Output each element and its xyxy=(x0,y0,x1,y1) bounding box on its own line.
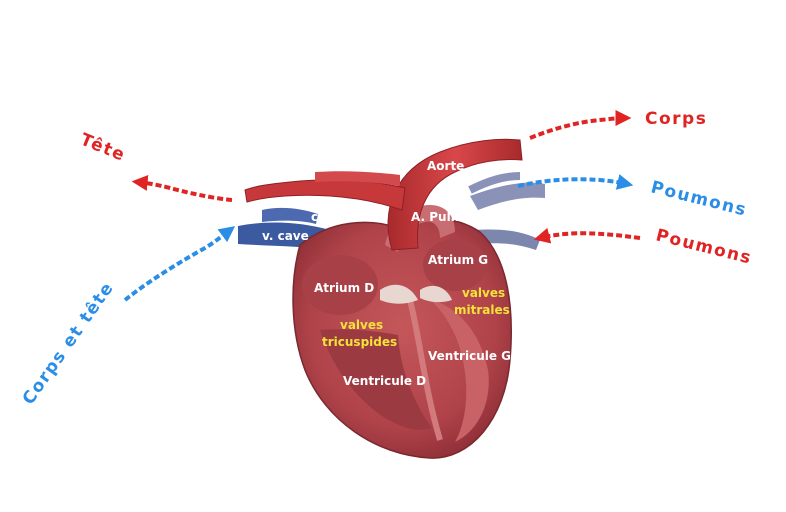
arrow-poumons-out xyxy=(517,174,634,190)
arrow-tete xyxy=(131,174,233,202)
label-poumons-in: Poumons xyxy=(654,225,754,268)
right-ventricle-cavity xyxy=(320,329,432,430)
label-poumons-out: Poumons xyxy=(649,177,749,220)
pulmonary-vein-lower-shape xyxy=(475,229,540,250)
right-atrium-shape xyxy=(302,255,378,315)
label-valves-mitrales-1: valves xyxy=(462,286,505,300)
left-ventricle-wall xyxy=(430,300,489,442)
label-valves-tricuspides-1: valves xyxy=(340,318,383,332)
label-tete: Tête xyxy=(77,130,128,166)
pulmonary-branch-shape xyxy=(468,172,521,194)
label-carotide: carotide xyxy=(311,210,367,224)
arrow-corps xyxy=(529,110,632,140)
heart-illustration xyxy=(238,138,545,459)
label-ventricule-g: Ventricule G xyxy=(428,349,511,363)
tricuspid-valve-shape xyxy=(380,284,418,304)
carotid-shape xyxy=(244,179,406,211)
label-pulmonaire: A. Pulmonaire xyxy=(411,210,506,224)
arrow-poumons-in xyxy=(533,227,641,244)
flow-arrows xyxy=(123,110,641,302)
pulmonary-veins-shape xyxy=(470,182,545,210)
label-valves-mitrales-2: mitrales xyxy=(454,303,510,317)
label-atrium-d: Atrium D xyxy=(314,281,374,295)
label-vcave: v. cave xyxy=(262,229,309,243)
vena-cava-lower-shape xyxy=(262,207,318,224)
mitral-valve-shape xyxy=(420,285,452,303)
arrow-corps-et-tete xyxy=(123,226,236,302)
label-ventricule-d: Ventricule D xyxy=(343,374,426,388)
label-valves-tricuspides-2: tricuspides xyxy=(322,335,397,349)
aorta-shape xyxy=(387,138,523,251)
label-atrium-g: Atrium G xyxy=(428,253,488,267)
label-aorte: Aorte xyxy=(427,159,464,173)
label-corps: Corps xyxy=(645,109,707,129)
carotid-upper-shape xyxy=(315,171,400,186)
septum xyxy=(407,299,443,441)
left-atrium-shape xyxy=(423,239,487,291)
label-corps-et-tete: Corps et tête xyxy=(19,278,119,408)
